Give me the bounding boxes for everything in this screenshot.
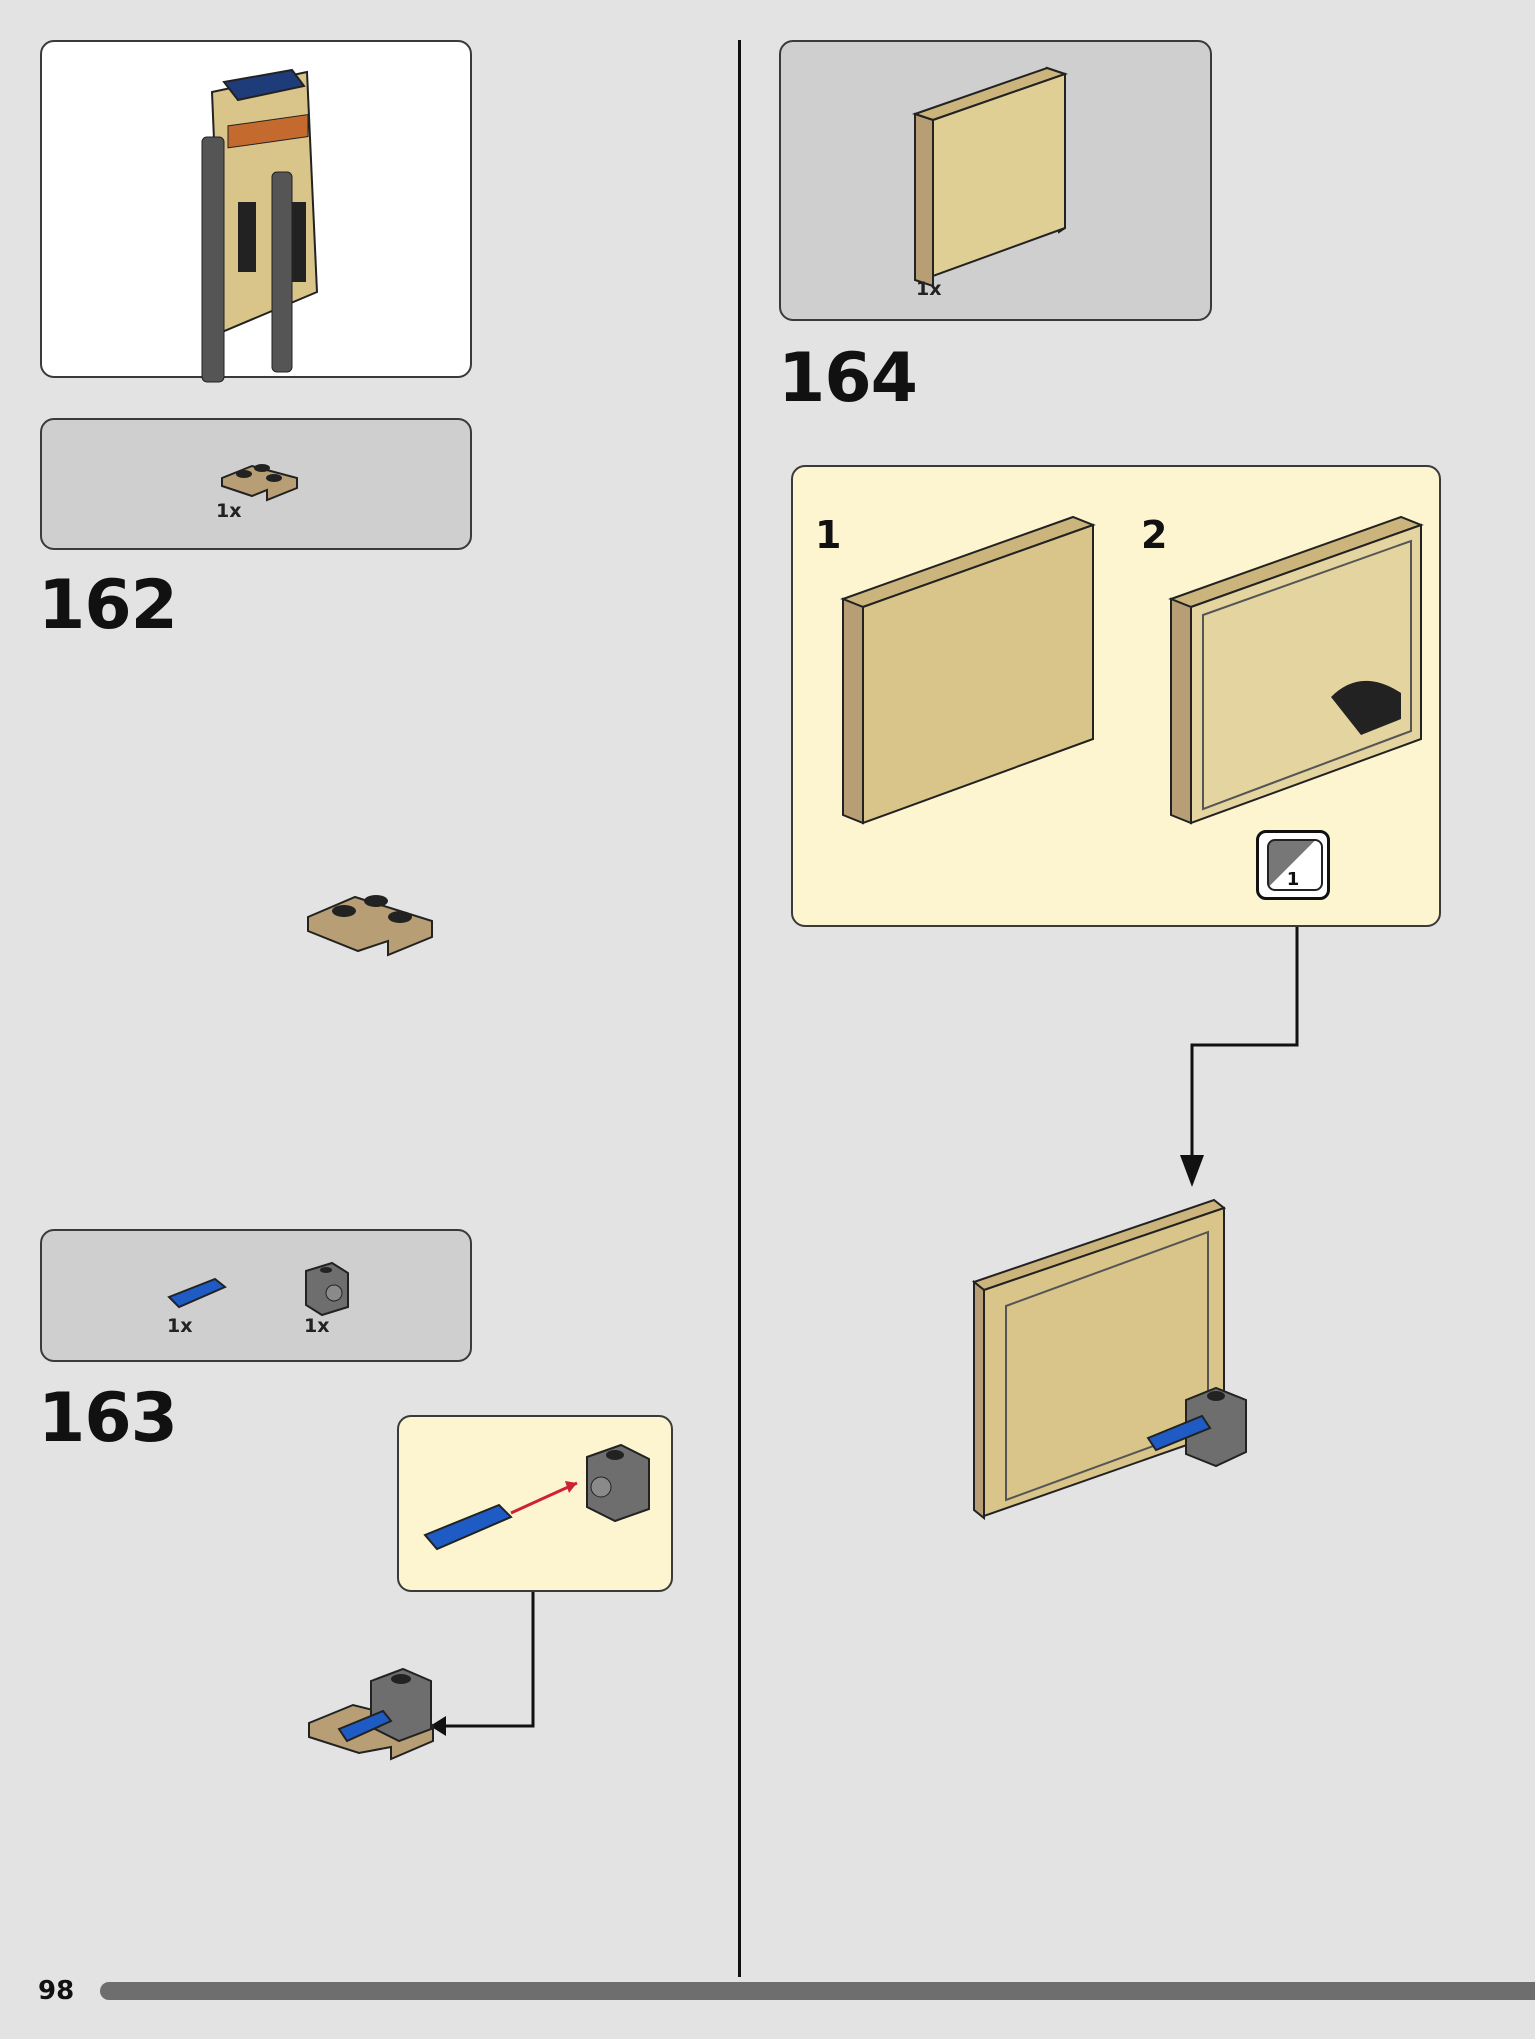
substep-label-1: 1 [815, 513, 842, 557]
decorated-wall-panel-illustration [1168, 515, 1424, 825]
tan-corner-plate-icon [221, 464, 298, 502]
column-divider [738, 40, 741, 1977]
tan-corner-plate-illustration [307, 895, 433, 957]
part-qty: 1x [167, 1315, 193, 1337]
step-164-result-illustration [971, 1198, 1247, 1521]
axle-into-brick-illustration [423, 1443, 650, 1551]
plain-wall-panel-illustration [840, 515, 1096, 825]
substep-label-2: 2 [1141, 513, 1168, 557]
page-number: 98 [38, 1976, 75, 2006]
parts-panel-164: 1x [779, 40, 1212, 321]
part-qty: 1x [916, 278, 942, 300]
grey-technic-brick-icon [305, 1261, 349, 1317]
step-number-162: 162 [38, 566, 178, 645]
sticker-icon [1267, 839, 1323, 891]
callout-163 [397, 1415, 673, 1592]
part-qty: 1x [216, 500, 242, 522]
tan-tower-assembly-illustration [201, 68, 319, 383]
step-number-164: 164 [778, 339, 918, 418]
callout-connector-163 [430, 1592, 535, 1736]
blue-axle-pin-icon [167, 1277, 227, 1309]
part-qty: 1x [304, 1315, 330, 1337]
build-preview-panel [40, 40, 472, 383]
sticker-badge: 1 [1256, 830, 1330, 900]
callout-connector-164 [1180, 927, 1299, 1187]
parts-panel-163: 1x 1x [40, 1229, 472, 1362]
sticker-number: 1 [1286, 869, 1300, 890]
page-progress-bar [100, 1982, 1535, 2000]
callout-164: 1 2 1 [791, 465, 1441, 927]
parts-panel-162: 1x [40, 418, 472, 550]
tan-wall-panel-icon [911, 66, 1069, 288]
step-number-163: 163 [38, 1379, 178, 1458]
step-163-result-illustration [308, 1667, 434, 1761]
